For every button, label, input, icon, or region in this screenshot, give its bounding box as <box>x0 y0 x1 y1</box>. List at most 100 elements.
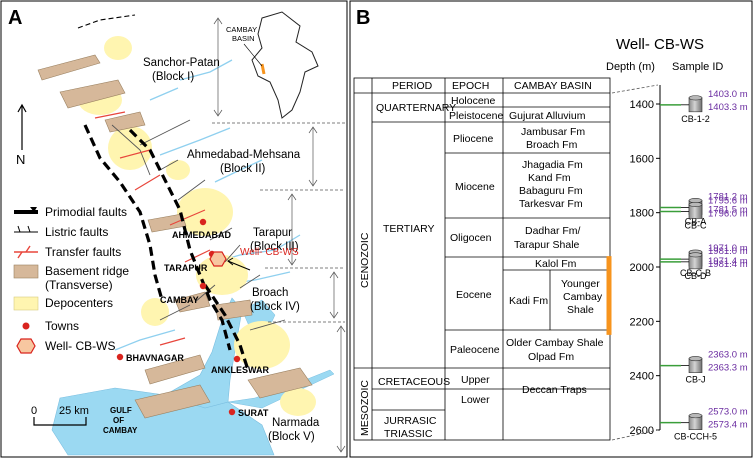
epoch-pleistocene: Pleistocene <box>449 110 503 122</box>
sample-depth-a-2: 1795.6 m <box>708 195 748 206</box>
period-triassic: TRIASSIC <box>384 428 433 440</box>
unit-miocene-1: Jhagadia Fm <box>522 159 583 171</box>
unit-pliocene-1: Jambusar Fm <box>521 126 585 138</box>
epoch-miocene: Miocene <box>455 181 495 193</box>
sample-depth-b-4: 1981.4 m <box>708 259 748 270</box>
town-ankleswar: ANKLESWAR <box>211 365 269 375</box>
listric-fault-icon <box>14 225 38 233</box>
unit-oligocene-1: Dadhar Fm/ <box>525 225 581 237</box>
sample-id-4: CB-D <box>685 271 707 281</box>
depth-tick-label-2600: 2600 <box>630 425 654 437</box>
sample-core-top-2 <box>688 201 703 207</box>
legend-label-primordial: Primodial faults <box>45 205 127 219</box>
panel-b: B Well- CB-WS PERIOD EPOCH CAMBAY BASIN … <box>349 0 753 458</box>
unit-kadi: Kadi Fm <box>509 295 548 307</box>
unit-oligocene-2: Tarapur Shale <box>514 239 580 251</box>
connector-top <box>611 84 659 94</box>
town-bhavnagar: BHAVNAGAR <box>126 353 184 363</box>
block-4-name: Broach <box>252 287 288 299</box>
depocenter-icon <box>13 296 39 311</box>
sample-core-top-0 <box>688 95 703 101</box>
sample-depth-a-6: 2573.0 m <box>708 407 748 418</box>
depth-tick-label-2400: 2400 <box>630 371 654 383</box>
sample-id-5: CB-J <box>686 375 706 385</box>
block-5-num: (Block V) <box>268 431 315 443</box>
sample-depth-a-4: 1981.0 m <box>708 246 748 257</box>
unit-miocene-3: Babaguru Fm <box>519 185 583 197</box>
primordial-fault-icon <box>14 207 38 214</box>
basement-ridges <box>37 54 313 419</box>
header-epoch: EPOCH <box>452 80 489 92</box>
epoch-paleocene: Paleocene <box>450 344 500 356</box>
unit-ycs-3: Shale <box>567 304 594 316</box>
block-1-name: Sanchor-Patan <box>143 57 220 69</box>
sample-depth-b-3: 1971.4 m <box>708 256 748 267</box>
depth-tick-label-2000: 2000 <box>630 262 654 274</box>
era-cenozoic: CENOZOIC <box>359 232 371 288</box>
sample-depth-a-5: 2363.0 m <box>708 350 748 361</box>
unit-kalol: Kalol Fm <box>535 258 577 270</box>
sample-depth-b-5: 2363.3 m <box>708 363 748 374</box>
sample-depth-b-1: 1781.5 m <box>708 205 748 216</box>
legend-label-well: Well- CB-WS <box>45 339 115 353</box>
sample-depth-a-3: 1971.0 m <box>708 243 748 254</box>
gulf-label: GULF OF CAMBAY <box>103 406 138 435</box>
primordial-faults <box>83 124 250 371</box>
unit-miocene-4: Tarkesvar Fm <box>519 198 583 210</box>
epoch-lower: Lower <box>461 394 490 406</box>
period-cretaceous: CRETACEOUS <box>378 376 450 388</box>
epoch-upper: Upper <box>461 374 490 386</box>
depth-tick-label-1800: 1800 <box>630 208 654 220</box>
north-label: N <box>16 152 25 167</box>
epoch-holocene: Holocene <box>451 95 496 107</box>
well-location-icon <box>209 251 227 267</box>
period-quarternary: QUARTERNARY <box>376 102 456 114</box>
depth-tick-label-2200: 2200 <box>630 316 654 328</box>
legend-label-ridge-sub: (Transverse) <box>45 278 113 292</box>
sample-depth-a-1: 1781.2 m <box>708 192 748 203</box>
legend-label-transfer: Transfer faults <box>45 245 121 259</box>
panel-a-label: A <box>8 7 22 29</box>
panel-a: A N <box>0 0 348 458</box>
north-arrow-icon: N <box>16 103 27 167</box>
sample-core-top-4 <box>688 252 703 258</box>
block-1-num: (Block I) <box>152 71 194 83</box>
panel-b-frame <box>349 0 753 458</box>
depocenters <box>78 36 316 416</box>
unit-cretaceous: Deccan Traps <box>522 384 587 396</box>
era-mesozoic: MESOZOIC <box>359 380 371 436</box>
epoch-eocene: Eocene <box>456 289 492 301</box>
sample-id-2: CB-C <box>685 220 707 230</box>
sample-depth-a-0: 1403.0 m <box>708 89 748 100</box>
unit-pleistocene: Gujurat Alluvium <box>509 110 586 122</box>
unit-miocene-2: Kand Fm <box>528 172 571 184</box>
block-4-num: (Block IV) <box>250 301 300 313</box>
header-sample: Sample ID <box>672 61 723 73</box>
town-tarapur: TARAPUR <box>164 263 208 273</box>
scale-end: 25 km <box>59 405 89 417</box>
well-icon <box>16 338 36 354</box>
sample-id-6: CB-CCH-5 <box>674 432 717 442</box>
town-ahmedabad: AHMEDABAD <box>172 230 231 240</box>
sample-depth-b-6: 2573.4 m <box>708 420 748 431</box>
block-2-num: (Block II) <box>220 163 266 175</box>
scale-bar: 0 25 km <box>31 405 89 426</box>
town-surat: SURAT <box>238 408 269 418</box>
well-label: Well- CB-WS <box>240 247 299 258</box>
scale-start: 0 <box>31 405 37 417</box>
unit-ycs-2: Cambay <box>563 291 603 303</box>
unit-paleocene-2: Olpad Fm <box>528 351 574 363</box>
well-marker: Well- CB-WS <box>209 247 299 271</box>
depth-log: 1400160018002000220024002600CB-1-21403.0… <box>606 84 748 442</box>
legend-label-depocenter: Depocenters <box>45 296 113 310</box>
header-depth: Depth (m) <box>606 61 655 73</box>
legend-label-towns: Towns <box>45 319 79 333</box>
header-basin: CAMBAY BASIN <box>514 80 592 92</box>
legend-label-ridge: Basement ridge <box>45 264 129 278</box>
sample-id-1: CB-A <box>685 217 707 227</box>
sample-id-3: CB-C-B <box>680 268 711 278</box>
